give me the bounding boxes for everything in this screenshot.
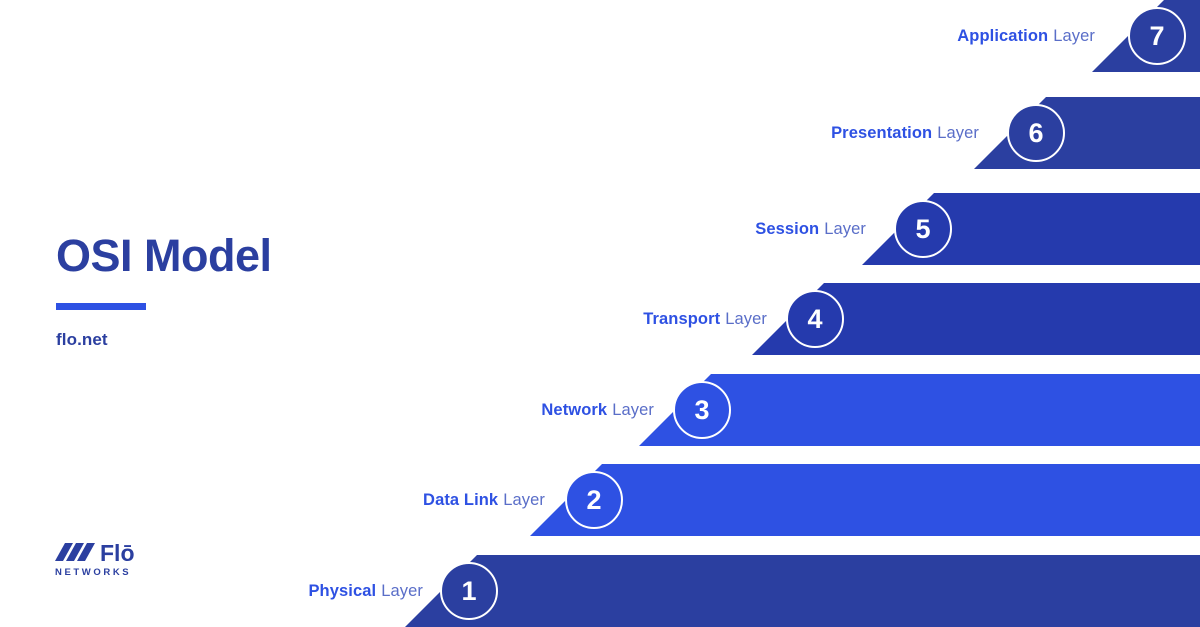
layer-number-badge-5[interactable]: 5 <box>894 200 952 258</box>
layer-suffix-7: Layer <box>1053 26 1095 45</box>
layer-name-7: Application <box>957 26 1049 45</box>
layer-number-badge-4[interactable]: 4 <box>786 290 844 348</box>
layer-suffix-1: Layer <box>381 581 423 600</box>
layer-bar-3[interactable] <box>639 374 1200 446</box>
layer-name-4: Transport <box>643 309 721 328</box>
svg-text:NETWORKS: NETWORKS <box>55 567 131 578</box>
site-name: flo.net <box>56 330 108 349</box>
page-title: OSI Model <box>56 230 272 281</box>
title-block: OSI Model flo.net <box>56 233 476 350</box>
layer-name-1: Physical <box>308 581 377 600</box>
layer-suffix-5: Layer <box>824 219 866 238</box>
layer-name-2: Data Link <box>423 490 499 509</box>
flo-networks-logo-icon: Flō NETWORKS <box>55 541 135 578</box>
layer-number-badge-7[interactable]: 7 <box>1128 7 1186 65</box>
layer-suffix-4: Layer <box>725 309 767 328</box>
layer-name-5: Session <box>755 219 820 238</box>
layer-suffix-6: Layer <box>937 123 979 142</box>
layer-suffix-2: Layer <box>503 490 545 509</box>
layer-bar-2[interactable] <box>530 464 1200 536</box>
layer-bar-1[interactable] <box>405 555 1200 627</box>
layer-name-3: Network <box>541 400 608 419</box>
flo-networks-logo: Flō NETWORKS <box>53 541 163 583</box>
title-underline-rule <box>56 303 146 310</box>
layer-name-6: Presentation <box>831 123 933 142</box>
svg-text:Flō: Flō <box>100 541 135 566</box>
layer-number-badge-1[interactable]: 1 <box>440 562 498 620</box>
layer-number-badge-3[interactable]: 3 <box>673 381 731 439</box>
layer-suffix-3: Layer <box>612 400 654 419</box>
layer-number-badge-6[interactable]: 6 <box>1007 104 1065 162</box>
layer-number-badge-2[interactable]: 2 <box>565 471 623 529</box>
